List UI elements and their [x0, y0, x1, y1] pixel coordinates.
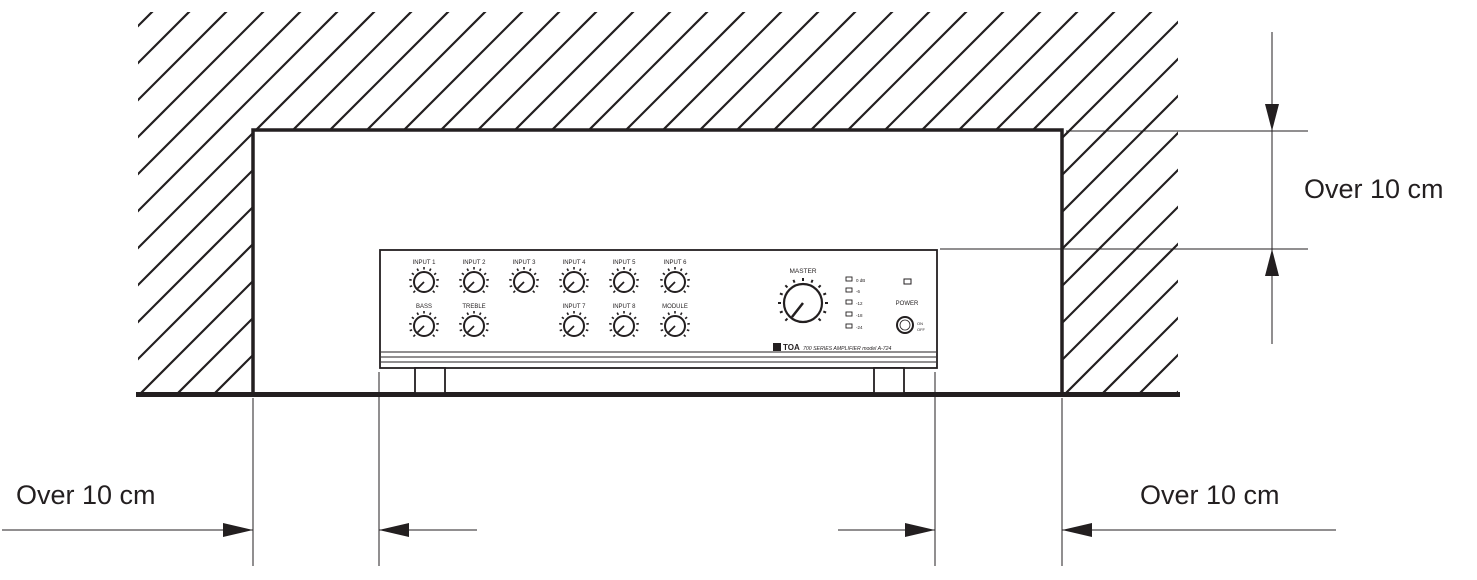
amplifier: INPUT 1 INPUT 2 INPUT 3 INPUT 4 INPUT 5 INPUT… [379, 249, 938, 394]
meter-led [845, 323, 853, 329]
knob-label: INPUT 6 [664, 260, 688, 266]
tone-knob: BASS [409, 304, 439, 338]
arrow-up-icon [1265, 249, 1279, 276]
power-on-label: ON [917, 321, 923, 326]
knob-label: INPUT 5 [613, 260, 637, 266]
input-knob: INPUT 4 [559, 260, 589, 294]
meter-label-3: -18 [856, 313, 863, 318]
power-off-label: OFF [917, 327, 926, 332]
right-clearance-label: Over 10 cm [1140, 480, 1280, 510]
model-text: 700 SERIES AMPLIFIER model A-724 [803, 346, 892, 352]
toa-logo-icon [773, 343, 781, 351]
knob-label: INPUT 7 [563, 304, 587, 310]
meter-led [845, 276, 853, 282]
meter-label-4: -24 [856, 325, 863, 330]
knob-label: TREBLE [462, 304, 485, 310]
tone-knob: INPUT 7 [559, 304, 589, 338]
master-label: MASTER [789, 268, 816, 275]
arrow-left-icon [379, 523, 409, 537]
dimension-lines [2, 32, 1336, 566]
left-clearance-label: Over 10 cm [16, 480, 156, 510]
cabinet-opening [251, 128, 1064, 393]
meter-led [845, 287, 853, 293]
power-switch [896, 316, 914, 334]
top-clearance-label: Over 10 cm [1304, 174, 1444, 204]
arrow-right-icon [223, 523, 253, 537]
power-section: POWER ON OFF [896, 278, 926, 334]
tone-knob: MODULE [660, 304, 690, 338]
power-indicator [903, 278, 912, 285]
input-knob: INPUT 1 [409, 260, 439, 294]
arrow-left-icon [1062, 523, 1092, 537]
input-knob: INPUT 3 [509, 260, 539, 294]
level-meter: 0 dB -6 -12 -18 -24 [845, 276, 865, 330]
brand-name: TOA [783, 343, 800, 352]
amplifier-foot-right [873, 367, 905, 394]
input-knob: INPUT 6 [660, 260, 690, 294]
power-label: POWER [896, 301, 919, 307]
tone-knob: TREBLE [459, 304, 489, 338]
dimension-arrows [223, 104, 1279, 537]
amplifier-foot-left [414, 367, 446, 394]
knob-label: BASS [416, 304, 432, 310]
brand-block: TOA 700 SERIES AMPLIFIER model A-724 [773, 343, 892, 352]
arrow-down-icon [1265, 104, 1279, 131]
knob-label: INPUT 3 [513, 260, 537, 266]
amplifier-front-panel [379, 249, 938, 369]
knob-label: MODULE [662, 304, 688, 310]
meter-led [845, 299, 853, 305]
knob-label: INPUT 1 [413, 260, 437, 266]
knob-label: INPUT 8 [613, 304, 637, 310]
knob-label: INPUT 4 [563, 260, 587, 266]
input-knob: INPUT 5 [609, 260, 639, 294]
meter-label-0: 0 dB [856, 278, 865, 283]
meter-led [845, 311, 853, 317]
knob-label: INPUT 2 [463, 260, 487, 266]
meter-label-2: -12 [856, 301, 863, 306]
arrow-right-icon [905, 523, 935, 537]
tone-knob: INPUT 8 [609, 304, 639, 338]
input-knob: INPUT 2 [459, 260, 489, 294]
meter-label-1: -6 [856, 289, 860, 294]
master-knob: MASTER [778, 268, 828, 324]
